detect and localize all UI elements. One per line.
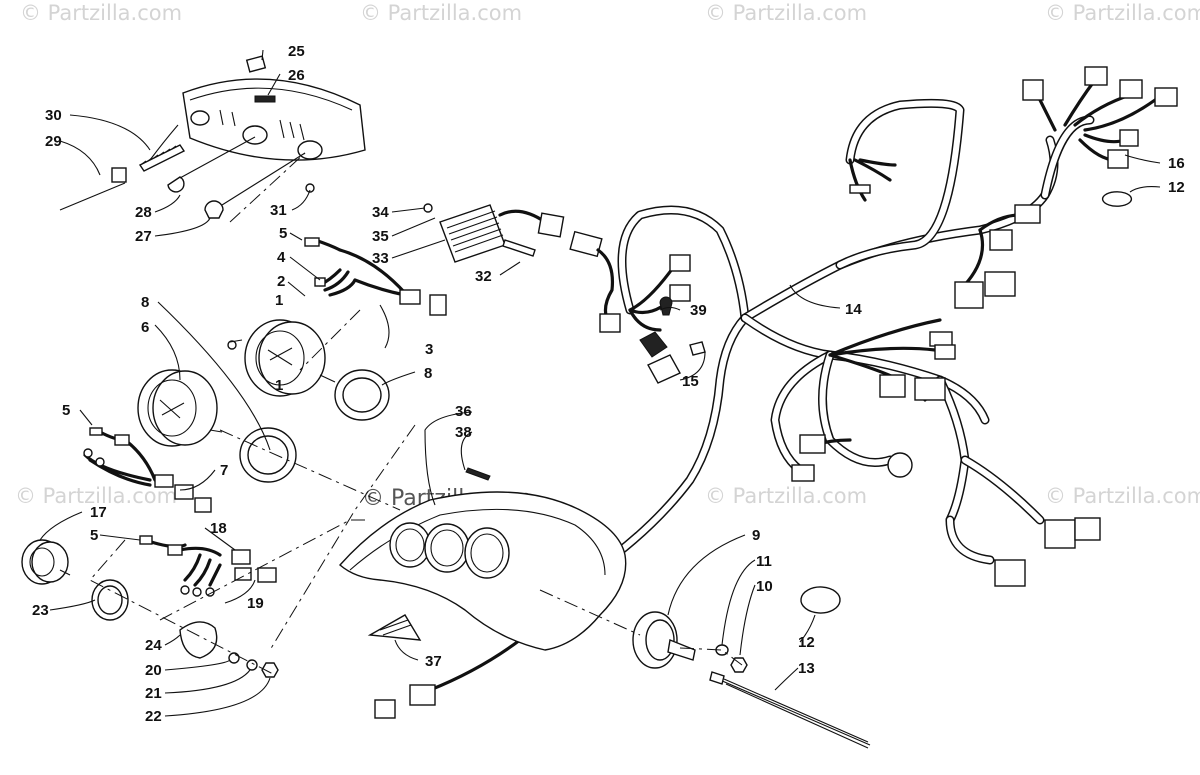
callout-38: 38 [455,424,472,441]
callout-6: 6 [141,319,149,336]
watermark: © Partzilla.com [1045,1,1200,25]
callout-37: 37 [425,653,442,670]
callout-11: 11 [756,553,772,570]
callout-21: 21 [145,685,162,702]
watermark: © Partzilla.com [705,1,867,25]
watermark: © Partzilla.com [1045,484,1200,508]
callout-20: 20 [145,662,162,679]
callout-8: 8 [141,294,149,311]
callout-4: 4 [277,249,286,266]
callout-28: 28 [135,204,152,221]
leader-lines [39,49,1161,717]
callout-1: 1 [275,377,283,394]
watermark: © Partzilla.com [15,484,177,508]
part-callouts: 1 1 1 2 3 4 5 5 5 6 7 8 8 9 10 11 12 12 … [32,43,1185,725]
voltage-regulator [423,203,621,333]
callout-35: 35 [372,228,389,245]
callout-19: 19 [247,595,264,612]
headlight-assembly [59,55,366,219]
callout-12: 12 [1168,179,1185,196]
callout-5: 5 [90,527,98,544]
callout-17: 17 [90,504,107,521]
callout-39: 39 [690,302,707,319]
callout-33: 33 [372,250,389,267]
callout-22: 22 [145,708,162,725]
watermark: © Partzilla.com [20,1,182,25]
console [339,467,627,651]
callout-36: 36 [455,403,472,420]
callout-9: 9 [752,527,760,544]
watermark: © Partzilla.com [705,484,867,508]
callout-2: 2 [277,273,285,290]
callout-8: 8 [424,365,432,382]
callout-5: 5 [279,225,287,242]
callout-34: 34 [372,204,389,221]
speedometer-drive [632,586,871,749]
callout-13: 13 [798,660,815,677]
callout-7: 7 [220,462,228,479]
callout-26: 26 [288,67,305,84]
callout-10: 10 [756,578,773,595]
callout-23: 23 [32,602,49,619]
callout-27: 27 [135,228,152,245]
callout-25: 25 [288,43,305,60]
callout-3: 3 [425,341,433,358]
callout-32: 32 [475,268,492,285]
gauges [21,237,447,678]
watermark: © Partzilla.com [360,1,522,25]
callout-14: 14 [845,301,862,318]
callout-1-label: 1 [275,292,283,309]
callout-18: 18 [210,520,227,537]
callout-30: 30 [45,107,62,124]
callout-15: 15 [682,373,699,390]
callout-5: 5 [62,402,70,419]
callout-24: 24 [145,637,162,654]
callout-16: 16 [1168,155,1185,172]
callout-29: 29 [45,133,62,150]
callout-12: 12 [798,634,815,651]
callout-31: 31 [270,202,287,219]
